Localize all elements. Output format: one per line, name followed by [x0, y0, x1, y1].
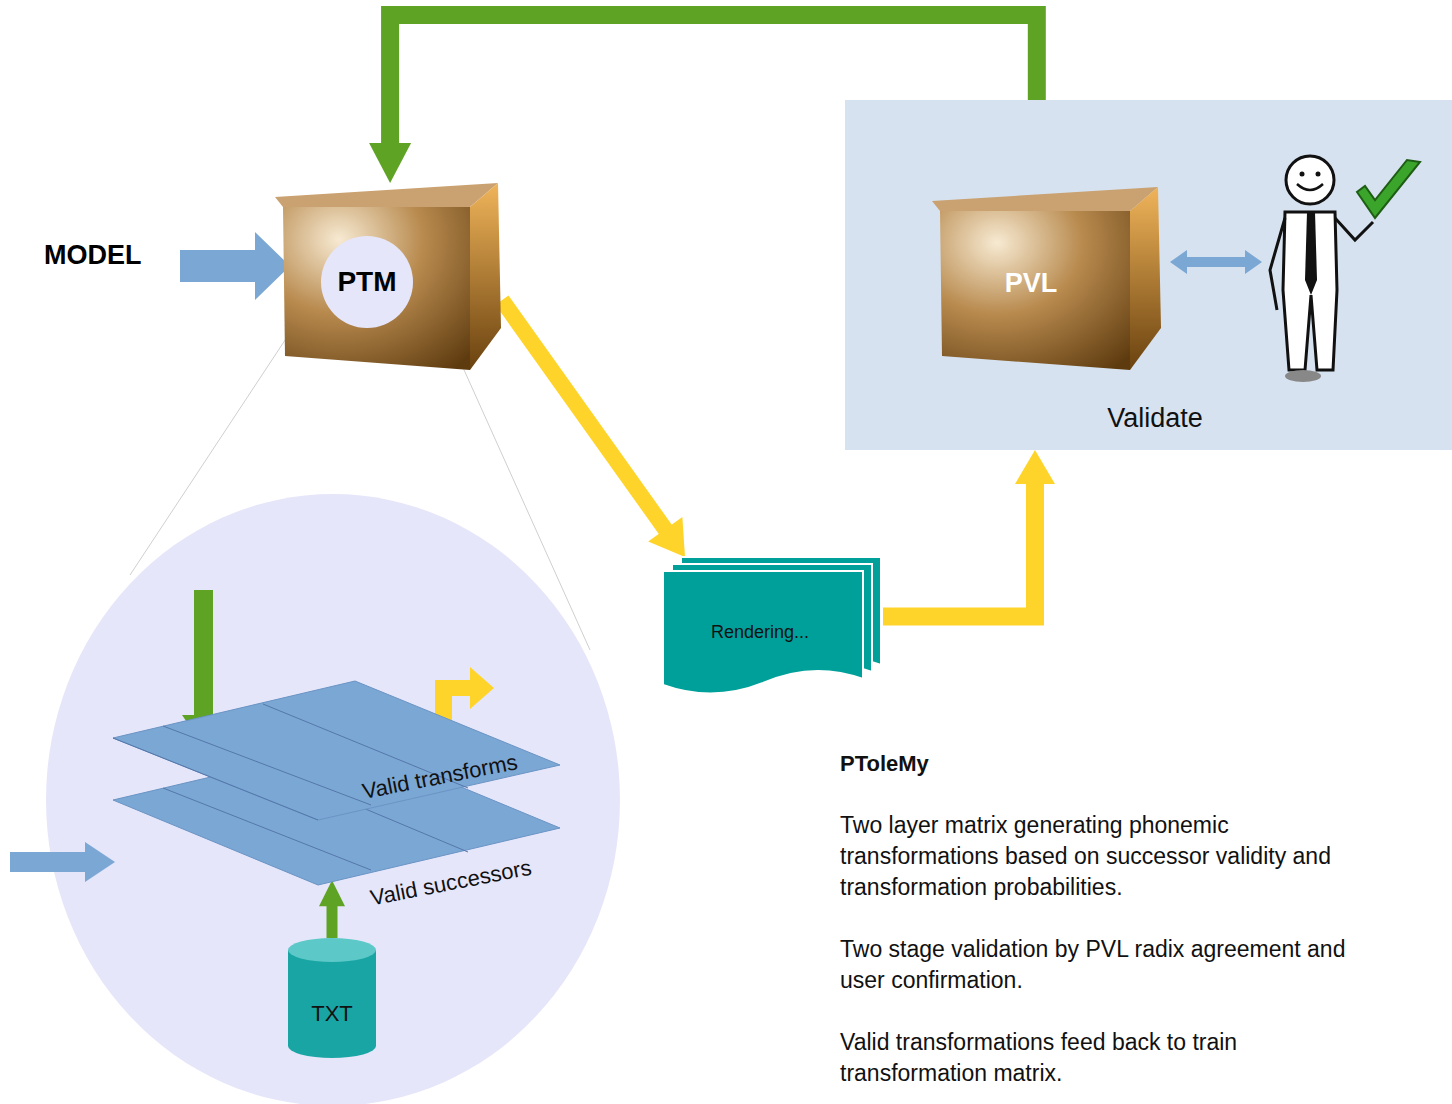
document-page [663, 571, 863, 694]
matrix-plane: Valid transforms [113, 680, 561, 821]
notes-heading: PToleMy [840, 748, 1380, 779]
connector-line [327, 905, 338, 938]
connector-line [883, 483, 1035, 616]
database-cylinder: TXT [288, 938, 376, 1060]
cylinder-top [288, 938, 376, 962]
zoom-source-circle [321, 236, 413, 328]
panel-band: Validate PVL [845, 100, 1452, 450]
flow-connector [319, 880, 345, 938]
node-shape [113, 680, 561, 821]
cube-front [283, 207, 470, 370]
interaction-arrow [1170, 250, 1262, 274]
node-label: PTM [337, 266, 396, 298]
cube-box: PTM [275, 183, 502, 372]
cylinder-body [288, 950, 376, 1058]
notes-paragraph: Two layer matrix generating phonemic tra… [840, 810, 1380, 903]
cube-side [470, 183, 501, 370]
user-figure [1270, 156, 1373, 382]
check-mark [1357, 160, 1420, 218]
document-stack: Rendering... [663, 557, 883, 702]
cube-top [275, 183, 498, 207]
input-arrow [10, 842, 115, 882]
cube-side [1130, 187, 1161, 370]
input-label: MODEL [44, 240, 142, 271]
feedback-arrow [194, 590, 213, 717]
notes-paragraph: Two stage validation by PVL radix agreem… [840, 934, 1380, 996]
zoom-circle [46, 494, 620, 1104]
notes-paragraph: Valid transformations feed back to train… [840, 1027, 1380, 1089]
connector-line [502, 300, 666, 530]
notes-block: PToleMyTwo layer matrix generating phone… [840, 748, 1380, 1104]
cube-top [932, 187, 1158, 211]
plane-grid [163, 788, 371, 870]
plane-grid [263, 766, 468, 852]
cube-box: PVL [932, 187, 1162, 372]
node-label: PVL [1005, 268, 1058, 299]
arrow-head [369, 143, 411, 183]
node-label: Validate [1107, 403, 1203, 434]
flow-connector [883, 450, 1055, 616]
node-label: Rendering... [711, 622, 809, 643]
node-label: TXT [311, 1001, 353, 1027]
arrow-head [1015, 450, 1055, 484]
input-arrow [180, 232, 290, 300]
flow-connector [502, 300, 685, 557]
cube-front [940, 211, 1130, 370]
node-shape [288, 938, 376, 1060]
